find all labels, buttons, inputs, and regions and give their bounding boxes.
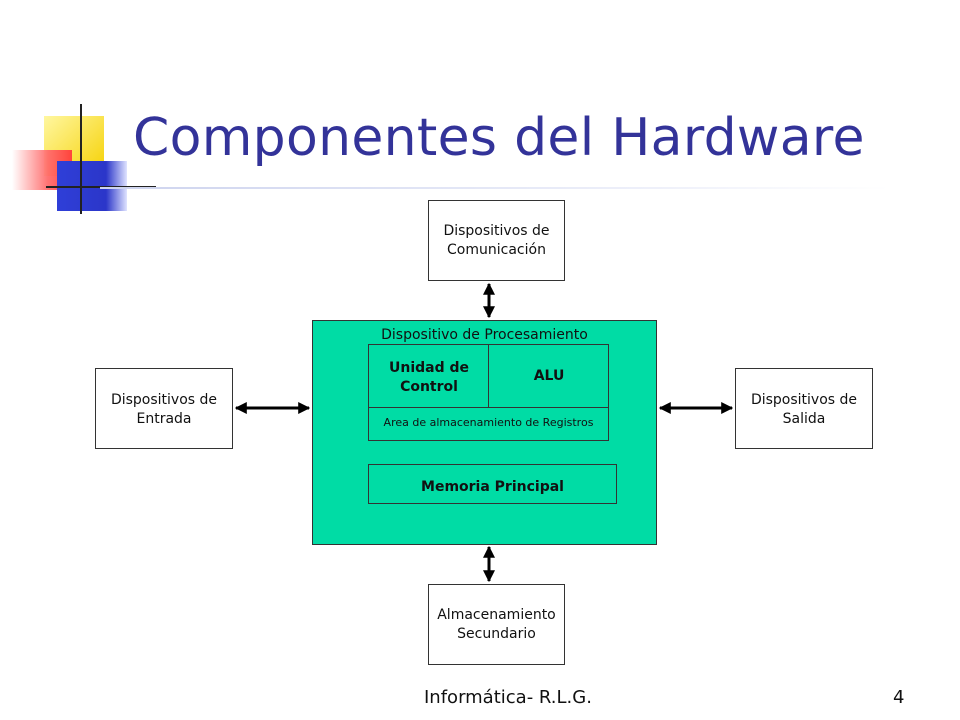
control-unit-line2: Control — [400, 378, 458, 395]
communication-devices-line2: Comunicación — [447, 241, 546, 258]
processing-device-box — [312, 320, 657, 545]
page-title: Componentes del Hardware — [133, 108, 865, 168]
cpu-vertical-divider — [488, 344, 489, 407]
control-unit-label: Unidad de Control — [370, 359, 488, 397]
page-number: 4 — [893, 687, 905, 708]
logo-vertical-line — [80, 104, 82, 214]
communication-devices-box: Dispositivos de Comunicación — [428, 200, 565, 281]
input-devices-line2: Entrada — [136, 410, 192, 427]
registers-label: Area de almacenamiento de Registros — [383, 416, 594, 429]
communication-devices-line1: Dispositivos de — [443, 222, 550, 239]
alu-label: ALU — [533, 368, 565, 384]
output-devices-box: Dispositivos de Salida — [735, 368, 873, 449]
main-memory-box — [368, 464, 617, 504]
secondary-storage-line1: Almacenamiento — [437, 606, 556, 623]
secondary-storage-box: Almacenamiento Secundario — [428, 584, 565, 665]
output-devices-line1: Dispositivos de — [750, 392, 858, 408]
main-memory-label: Memoria Principal — [421, 479, 564, 495]
secondary-storage-line2: Secundario — [457, 625, 536, 642]
input-devices-line1: Dispositivos de — [110, 392, 218, 408]
footer-text: Informática- R.L.G. — [424, 687, 592, 708]
input-devices-box: Dispositivos de Entrada — [95, 368, 233, 449]
control-unit-line1: Unidad de — [388, 360, 469, 376]
title-underline — [100, 187, 890, 189]
processing-device-label: Dispositivo de Procesamiento — [381, 327, 588, 343]
cpu-horizontal-divider — [368, 407, 609, 408]
output-devices-line2: Salida — [782, 410, 826, 427]
